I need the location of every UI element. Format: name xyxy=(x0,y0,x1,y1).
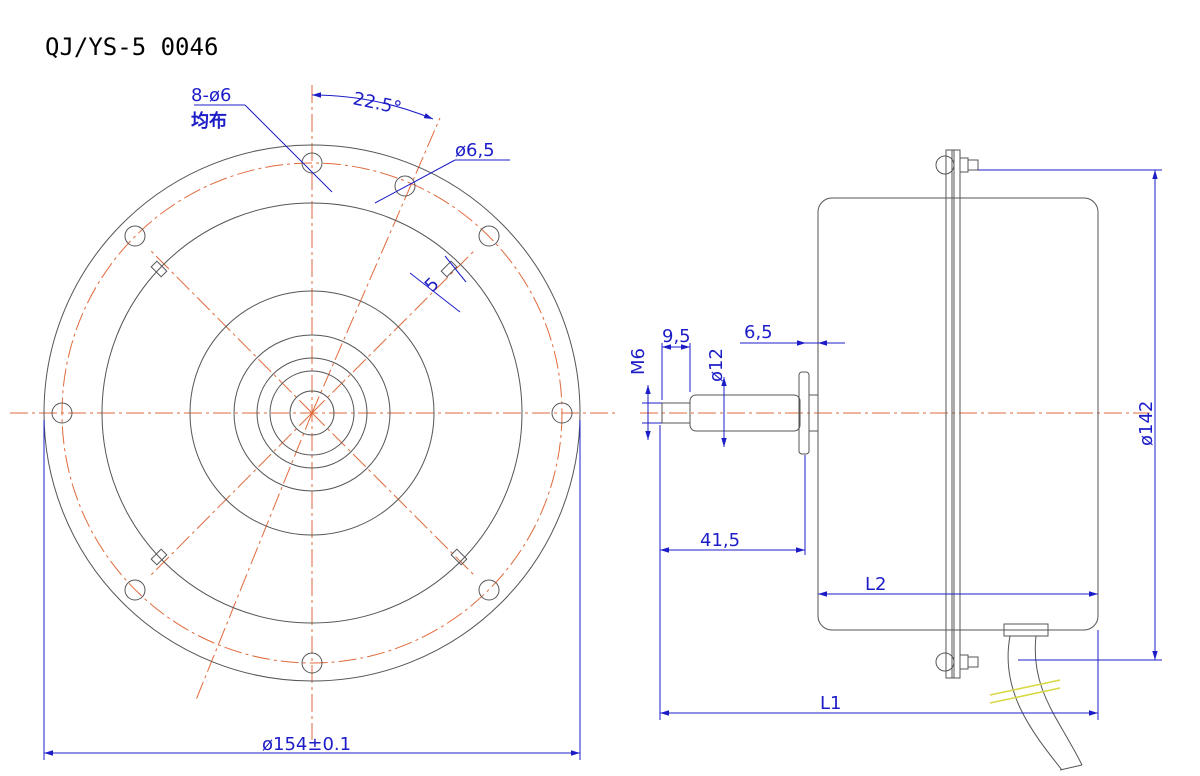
drawing-title: QJ/YS-5 0046 xyxy=(45,33,218,61)
wire-end xyxy=(1059,764,1083,771)
inner-ring-1 xyxy=(189,290,435,536)
thread-label: M6 xyxy=(628,348,649,375)
angle-dimension-arc xyxy=(311,92,434,120)
mount-hole xyxy=(124,225,146,247)
slot-dim-line xyxy=(409,272,461,313)
small-hole-leader xyxy=(374,159,456,204)
mount-hole xyxy=(478,579,500,601)
front-diagonal-centerline xyxy=(311,249,476,414)
thread-length-label: 9,5 xyxy=(662,326,691,347)
wire-outline-right xyxy=(1034,635,1083,766)
shaft-circle xyxy=(289,390,335,436)
mount-hole xyxy=(551,402,573,424)
front-angle-centerline-lower xyxy=(195,412,313,701)
angle-label: 22.5° xyxy=(351,88,403,119)
slot xyxy=(450,548,468,566)
side-flange xyxy=(945,149,961,679)
mount-hole xyxy=(301,152,323,174)
front-diagonal-centerline-3 xyxy=(149,412,313,577)
bolt-head-bottom xyxy=(935,652,955,672)
bolt-end-bottom xyxy=(967,656,979,668)
holes-label: 8-ø6 xyxy=(191,85,231,106)
break-mark xyxy=(989,679,1061,696)
front-diagonal-centerline-2 xyxy=(149,249,313,414)
small-hole-label: ø6,5 xyxy=(455,140,495,161)
bolt-circle xyxy=(61,162,563,664)
mount-hole xyxy=(124,579,146,601)
bolt-end-top xyxy=(967,159,979,171)
motor-body xyxy=(817,197,1099,631)
small-hole xyxy=(394,175,416,197)
boss-label: 6,5 xyxy=(744,322,773,343)
side-flange-inner xyxy=(951,149,955,679)
front-diagonal-centerline-4 xyxy=(311,412,476,577)
slot-label: 5 xyxy=(421,274,444,297)
bolt-nut-bottom xyxy=(959,654,969,670)
break-mark-2 xyxy=(989,687,1061,704)
slot xyxy=(150,260,168,278)
mount-hole xyxy=(478,225,500,247)
shaft-diameter-label: ø12 xyxy=(706,348,727,382)
overall-length-label: L1 xyxy=(820,693,841,714)
inner-ring-2 xyxy=(233,334,391,492)
diameter-label: ø154±0.1 xyxy=(262,734,351,755)
wire-grommet xyxy=(1003,623,1049,637)
wire-outline-left xyxy=(1007,635,1063,771)
slot xyxy=(150,548,168,566)
shaft-boss xyxy=(808,394,819,432)
body-diameter-label: ø142 xyxy=(1136,401,1157,446)
housing-outline xyxy=(101,202,523,624)
front-view: 22.5° 8-ø6 均布 ø6,5 5 ø154±0.1 xyxy=(10,85,615,760)
flange-outline xyxy=(43,144,581,682)
holes-leader-line xyxy=(244,104,333,193)
mount-hole xyxy=(301,652,323,674)
mount-hole xyxy=(51,402,73,424)
inner-ring-4 xyxy=(269,370,355,456)
slot xyxy=(440,260,458,278)
holes-note: 均布 xyxy=(191,110,227,132)
slot-dim-extension xyxy=(444,255,467,283)
shaft-length-label: 41,5 xyxy=(700,530,740,551)
body-length-label: L2 xyxy=(865,574,886,595)
shaft xyxy=(689,394,801,432)
side-view: M6 9,5 ø12 6,5 41,5 L2 L1 ø142 xyxy=(628,149,1162,771)
bolt-nut-top xyxy=(959,157,969,173)
inner-ring-3 xyxy=(256,357,368,469)
bolt-head-top xyxy=(935,155,955,175)
